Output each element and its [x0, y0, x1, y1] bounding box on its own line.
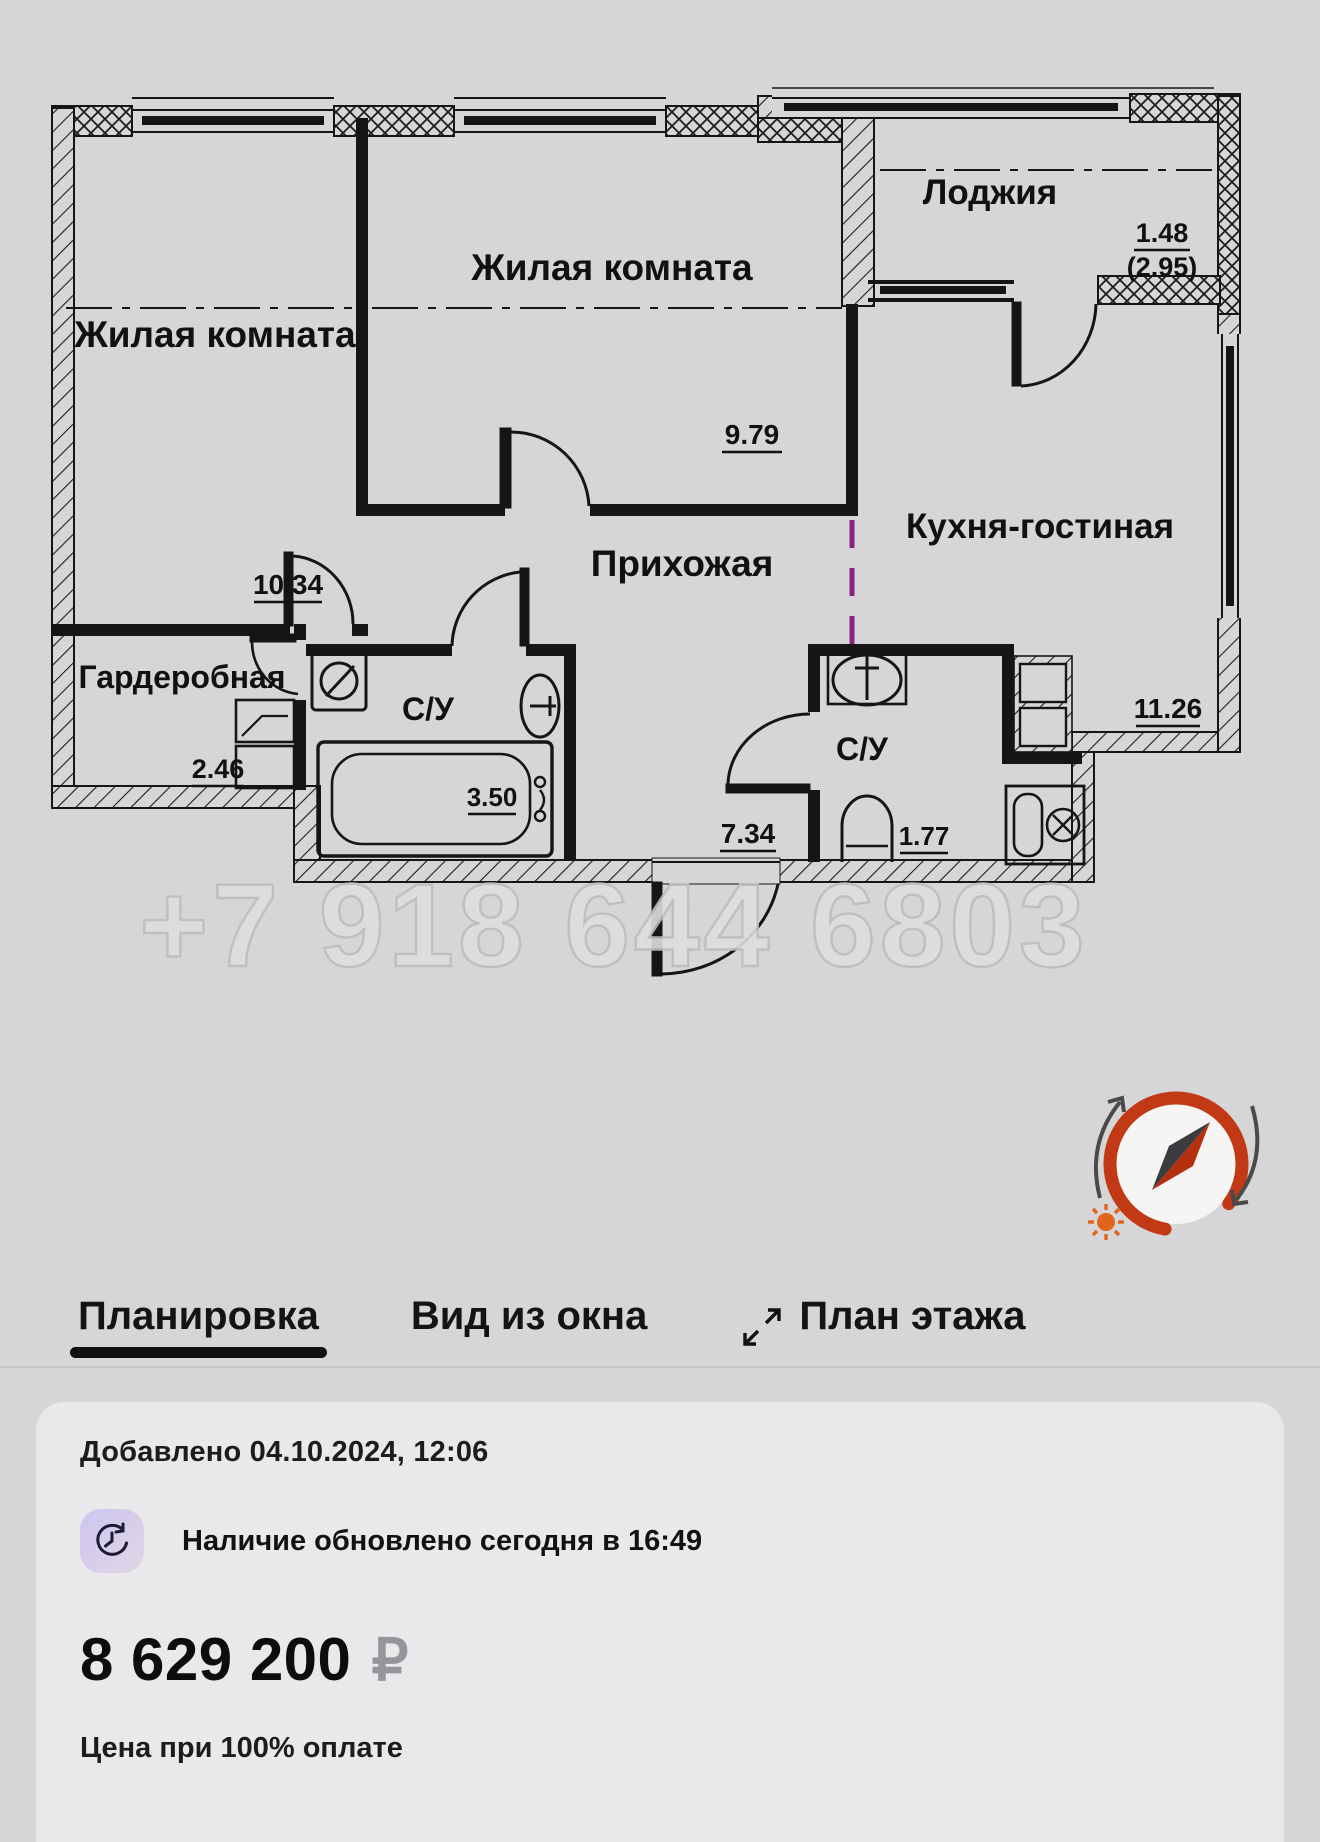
floor-plan-section: Жилая комната 10.34 Жилая комната 9.79 Л…: [51, 87, 1260, 1241]
tab-label: Планировка: [78, 1294, 319, 1338]
room-label: Кухня-гостиная: [906, 507, 1174, 546]
room-label: Жилая комната: [73, 314, 356, 355]
interior-walls: [52, 118, 1082, 862]
room-label: Прихожая: [591, 543, 774, 584]
room-area: 7.34: [721, 818, 776, 849]
window-kitchen-right: [1216, 334, 1242, 618]
room-area: 1.48: [1136, 218, 1189, 248]
price-row: 8 629 200 ₽: [80, 1625, 1240, 1694]
room-area: 9.79: [725, 419, 780, 450]
dashdot-lines: [66, 169, 1212, 309]
room-area-full: (2.95): [1127, 252, 1198, 282]
window-loggia-top: [772, 87, 1214, 122]
tab-label: План этажа: [799, 1294, 1026, 1338]
listing-info-card: Добавлено 04.10.2024, 12:06 Наличие обно…: [36, 1402, 1284, 1842]
room-area: 3.50: [467, 782, 518, 812]
view-tabs: Планировка Вид из окна План этажа: [0, 1286, 1320, 1368]
room-label: Лоджия: [923, 173, 1057, 212]
tab-label: Вид из окна: [410, 1294, 648, 1338]
rotate-arrows: [1093, 1095, 1260, 1207]
utility-shaft: [1013, 655, 1073, 753]
toilet-icon: [840, 794, 894, 862]
availability-clock-icon: [80, 1509, 144, 1573]
room-area: 11.26: [1134, 693, 1203, 724]
bathtub-icon: [316, 740, 554, 858]
sun-icon: [1088, 1204, 1124, 1240]
window-top-middle: [454, 97, 666, 136]
compass-needle-red: [1152, 1122, 1210, 1190]
phone-watermark: +7 918 644 6803: [139, 860, 1088, 992]
ruble-sign: ₽: [371, 1628, 409, 1693]
room-area: 1.77: [899, 821, 950, 851]
price-value: 8 629 200: [80, 1626, 352, 1693]
room-label: С/У: [836, 731, 889, 767]
room-labels: Жилая комната 10.34 Жилая комната 9.79 Л…: [73, 173, 1203, 855]
loggia-parapet: [868, 275, 1221, 305]
washing-machine-icon: [310, 650, 368, 712]
doors: [249, 301, 1098, 977]
bath-sink-icon: [519, 673, 561, 739]
fixtures: [234, 648, 1086, 866]
room-area: 10.34: [253, 569, 323, 600]
availability-row: Наличие обновлено сегодня в 16:49: [80, 1509, 1240, 1573]
price-note: Цена при 100% оплате: [80, 1732, 403, 1764]
room-label: Гардеробная: [78, 659, 285, 695]
room-label: Жилая комната: [470, 247, 753, 288]
compass-rotate-control[interactable]: [1088, 1088, 1260, 1241]
tab-planirovka[interactable]: Планировка: [70, 1286, 327, 1358]
room-label: С/У: [402, 691, 455, 727]
window-top-left: [132, 97, 334, 136]
tab-plan-etazha[interactable]: План этажа: [739, 1286, 1026, 1358]
added-date: Добавлено 04.10.2024, 12:06: [80, 1436, 489, 1468]
toilet-sink-icon: [826, 648, 908, 707]
kitchen-sink-icon: [1004, 784, 1086, 866]
room-area: 2.46: [192, 754, 245, 784]
expand-icon: [743, 1308, 782, 1346]
tab-vid-iz-okna[interactable]: Вид из окна: [411, 1286, 647, 1358]
availability-text: Наличие обновлено сегодня в 16:49: [182, 1524, 703, 1557]
floor-plan-image: Жилая комната 10.34 Жилая комната 9.79 Л…: [51, 87, 1260, 1241]
wardrobe-shelves: [234, 698, 296, 790]
exterior-walls: [51, 87, 1242, 883]
